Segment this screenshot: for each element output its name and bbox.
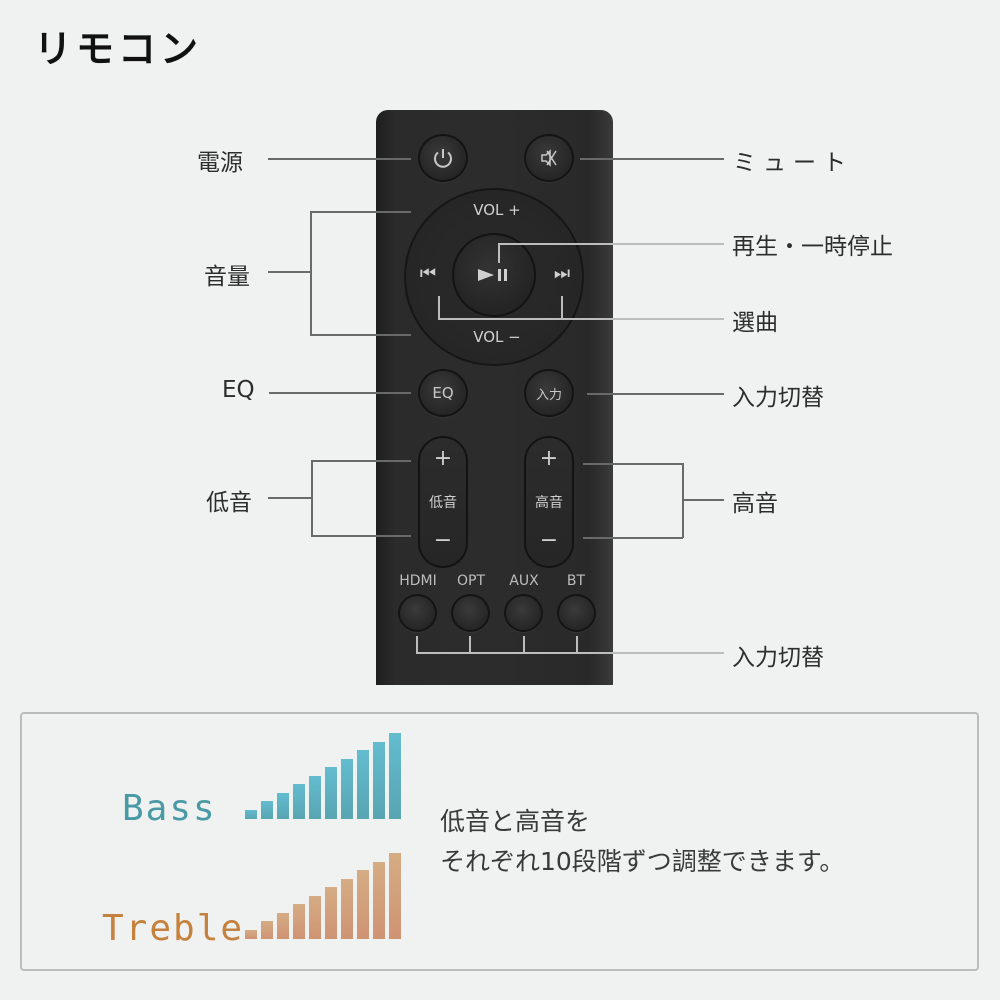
treble-down-button[interactable]: − [539,528,559,553]
source-label-opt: OPT [456,573,485,589]
label-power: 電源 [197,150,243,176]
label-track: 選曲 [732,310,778,336]
hdmi-button[interactable] [398,594,437,632]
treble-label: Treble [102,908,245,949]
mute-button[interactable] [524,134,574,182]
navigation-ring [404,188,584,366]
label-input-switch: 入力切替 [732,385,824,411]
bt-button[interactable] [557,594,596,632]
vol-up-button[interactable]: VOL + [473,201,521,219]
callout-line-track-next [561,296,563,318]
callout-line-src-hdmi [416,636,418,653]
treble-bar [389,853,401,939]
callout-line-input [587,393,724,395]
treble-bar [373,862,385,939]
callout-line-mute [580,158,724,160]
bass-bar [277,793,289,819]
treble-bar [245,930,257,939]
bass-bar [325,767,337,819]
callout-line-sources [416,652,724,654]
callout-line-eq [269,392,411,394]
opt-button[interactable] [451,594,490,632]
label-mute: ミュート [733,150,853,176]
treble-bar [357,870,369,939]
label-source-switch: 入力切替 [732,645,824,671]
callout-line-play-drop [498,243,500,263]
bass-bar [293,784,305,819]
callout-line-treble-top [583,463,683,465]
treble-bar [325,887,337,939]
description-line-1: 低音と高音を [440,807,591,836]
callout-line-bass-bottom [311,535,411,537]
panel-description: 低音と高音を それぞれ10段階ずつ調整できます。 [440,802,844,882]
page-title: リモコン [34,27,203,71]
callout-line-track [438,318,724,320]
bass-bar [357,750,369,819]
play-pause-icon [478,269,507,281]
callout-bracket-volume [310,211,312,335]
aux-button[interactable] [504,594,543,632]
bass-rocker-label: 低音 [429,495,457,511]
bass-bar [309,776,321,819]
power-button[interactable] [418,134,468,182]
callout-line-src-opt [469,636,471,653]
callout-line-volume-bottom [310,334,411,336]
vol-down-button[interactable]: VOL − [473,328,521,346]
callout-line-track-prev [438,296,440,318]
treble-bar [261,921,273,939]
label-eq: EQ [222,377,255,403]
treble-bar [277,913,289,939]
callout-line-src-aux [523,636,525,653]
bass-rocker: + 低音 − [418,436,468,568]
callout-line-volume [268,271,310,273]
source-label-aux: AUX [509,573,539,589]
callout-line-play [498,243,724,245]
bass-bar [373,742,385,819]
description-line-2: それぞれ10段階ずつ調整できます。 [440,847,845,876]
callout-line-src-bt [576,636,578,653]
label-treble: 高音 [732,491,778,517]
label-volume: 音量 [204,264,250,290]
bass-bar [389,733,401,819]
label-play-pause: 再生・一時停止 [732,234,893,260]
callout-line-bass [268,497,311,499]
bass-level-bars [245,733,401,819]
treble-rocker: + 高音 − [524,436,574,568]
treble-rocker-label: 高音 [535,495,563,511]
callout-line-volume-top [310,211,411,213]
treble-up-button[interactable]: + [539,446,559,471]
callout-line-bass-top [311,460,411,462]
power-icon [434,149,452,168]
callout-line-power [268,158,411,160]
source-label-bt: BT [566,573,586,589]
callout-bracket-bass [311,460,313,536]
label-bass: 低音 [206,490,252,516]
play-pause-button[interactable] [452,233,536,317]
bass-bar [245,810,257,819]
bass-bar [261,801,273,819]
bass-bar [341,759,353,819]
bass-up-button[interactable]: + [433,446,453,471]
treble-bar [293,904,305,939]
source-label-hdmi: HDMI [399,573,437,589]
treble-bar [341,879,353,939]
eq-button[interactable]: EQ [418,369,468,417]
callout-line-treble-bottom [583,537,683,539]
bass-label: Bass [122,788,217,829]
callout-line-treble [682,499,724,501]
next-track-button[interactable]: ⏭ [553,263,571,284]
input-button[interactable]: 入力 [524,369,574,417]
bass-down-button[interactable]: − [433,528,453,553]
info-panel [20,712,979,971]
treble-level-bars [245,853,401,939]
prev-track-button[interactable]: ⏮ [419,263,437,284]
callout-bracket-treble [682,463,684,538]
treble-bar [309,896,321,939]
mute-icon [541,149,557,167]
